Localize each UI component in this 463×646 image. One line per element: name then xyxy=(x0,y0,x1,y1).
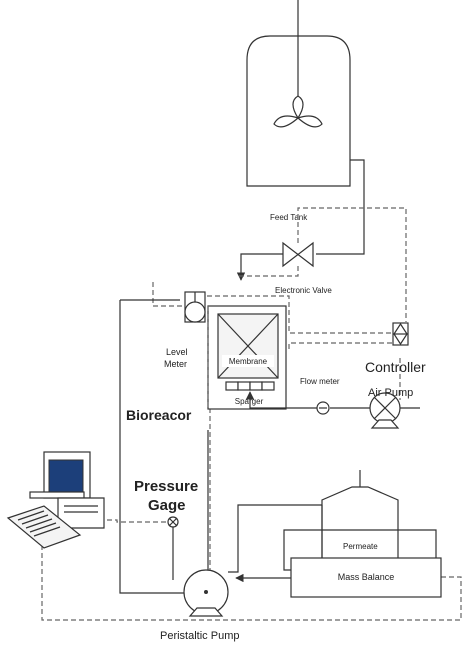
electronic-valve-label: Electronic Valve xyxy=(275,286,332,295)
controller-signal-line xyxy=(288,342,392,350)
feed-line xyxy=(316,159,365,255)
feed-tank xyxy=(246,0,351,187)
pressure-gage xyxy=(167,516,179,528)
flow-meter-label: Flow meter xyxy=(300,377,340,386)
level-meter-label-1: Level xyxy=(166,347,188,357)
electronic-valve xyxy=(282,241,314,268)
mass-balance xyxy=(290,557,442,598)
controller xyxy=(392,322,409,346)
air-pump xyxy=(369,392,401,429)
level-meter-label-2: Meter xyxy=(164,359,187,369)
permeate-label: Permeate xyxy=(343,542,378,551)
air-pump-label: Air Pump xyxy=(368,387,413,399)
sparger-label: Sparger xyxy=(235,397,264,406)
peristaltic-pump xyxy=(183,569,229,617)
bioreactor-label: Bioreacor xyxy=(126,407,192,423)
pressure-gage-label-1: Pressure xyxy=(134,478,198,495)
flow-meter xyxy=(316,401,330,415)
controller-label: Controller xyxy=(365,359,426,375)
mass-balance-label: Mass Balance xyxy=(338,572,395,582)
membrane-label: Membrane xyxy=(229,357,268,366)
sparger xyxy=(225,381,275,391)
valve-signal-line xyxy=(297,207,407,322)
valve-signal-line-2 xyxy=(236,266,299,277)
level-meter xyxy=(184,291,206,323)
computer-icon xyxy=(6,451,105,549)
computer-balance-line xyxy=(41,545,462,621)
bioreactor-return-line xyxy=(119,300,187,594)
impeller-icon xyxy=(273,95,323,128)
computer-gage-line xyxy=(107,519,168,523)
valve-outlet-line xyxy=(236,253,283,281)
air-line-2 xyxy=(245,391,317,409)
pressure-gage-label-2: Gage xyxy=(148,497,186,514)
peristaltic-pump-label: Peristaltic Pump xyxy=(160,630,239,642)
balance-line xyxy=(283,529,437,571)
feed-tank-label: Feed Tank xyxy=(270,213,308,222)
